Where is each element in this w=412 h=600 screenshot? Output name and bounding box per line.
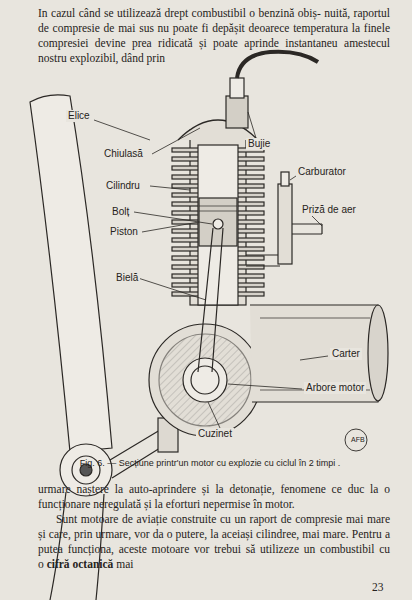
part-label: Priză de aer xyxy=(300,204,358,216)
body-paragraph: In cazul când se utilizează drept combus… xyxy=(38,6,390,66)
part-label: Arbore motor xyxy=(304,382,366,394)
monogram: AFB xyxy=(349,435,367,444)
page-number: 23 xyxy=(372,580,384,595)
bold-term: cifră octanică xyxy=(47,558,114,570)
part-label: Chiulasă xyxy=(102,148,145,160)
part-label: Bolț xyxy=(110,206,131,218)
paragraph-text: mai xyxy=(116,558,133,570)
body-paragraph: urmare naștere la auto-aprindere și la d… xyxy=(38,482,390,512)
figure-caption: Fig. 6. — Secțiune printr'un motor cu ex… xyxy=(40,458,380,469)
part-label: Cilindru xyxy=(104,180,142,192)
part-label: Carburator xyxy=(296,166,348,178)
part-label: Elice xyxy=(66,110,92,122)
part-label: Bielă xyxy=(114,272,140,284)
part-label: Carter xyxy=(330,348,362,360)
part-label: Cuzinet xyxy=(196,428,234,440)
part-label: Piston xyxy=(108,226,140,238)
part-label: Bujie xyxy=(246,138,272,150)
body-paragraph: Sunt motoare de aviație construite cu un… xyxy=(38,512,390,572)
